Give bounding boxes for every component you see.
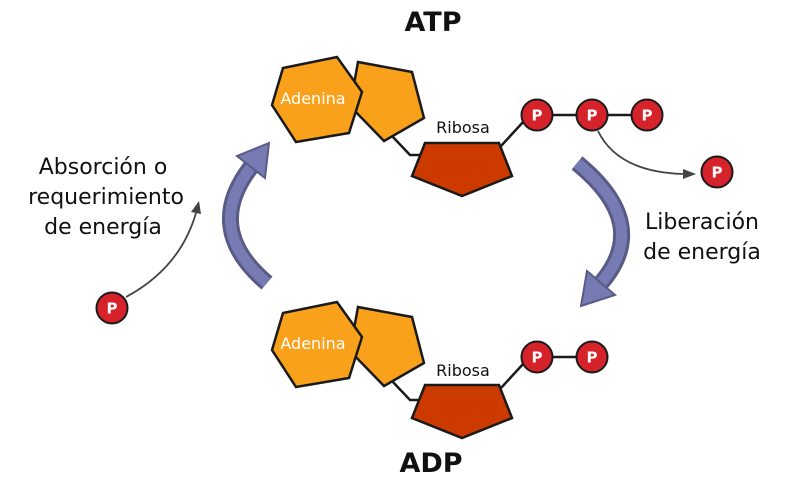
adenine-pentagon-bottom bbox=[348, 305, 426, 388]
energy-release-arrow bbox=[571, 156, 631, 308]
incoming-phosphate: P bbox=[95, 291, 129, 325]
ribose-label-top: Ribosa bbox=[436, 118, 490, 137]
ribose-phosphate-bond-top bbox=[500, 120, 525, 147]
ribose-pentagon-bottom bbox=[410, 383, 514, 440]
small-up-arrowhead bbox=[191, 201, 201, 214]
phosphate-circle bbox=[95, 291, 129, 325]
phosphate-circle bbox=[520, 98, 554, 132]
absorption-caption-line1: Absorción o bbox=[39, 155, 168, 180]
energy-absorption-arrow bbox=[222, 141, 273, 290]
phosphate-label: P bbox=[642, 107, 653, 125]
up-arrowhead bbox=[237, 143, 269, 178]
adenine-label-bottom: Adenina bbox=[280, 334, 345, 353]
absorption-caption: Absorción o requerimiento de energía bbox=[28, 155, 184, 240]
adp-title: ADP bbox=[399, 448, 462, 479]
adenine-label-top: Adenina bbox=[280, 89, 345, 108]
phosphate-circle bbox=[575, 98, 609, 132]
phosphate-label: P bbox=[587, 349, 598, 367]
adenine-ribose-bond-top bbox=[391, 135, 424, 157]
phosphate-out-arrow bbox=[597, 130, 696, 179]
ribose-label-bottom: Ribosa bbox=[436, 361, 490, 380]
adenine-hexagon-bottom bbox=[270, 300, 364, 389]
release-caption-line1: Liberación bbox=[645, 210, 759, 235]
released-phosphate: P bbox=[700, 155, 734, 189]
atp-molecule: Adenina Ribosa P P P bbox=[270, 55, 664, 198]
adenine-ribose-bond-bottom bbox=[391, 380, 422, 402]
phosphate-label: P bbox=[532, 107, 543, 125]
phosphate-label: P bbox=[587, 107, 598, 125]
phosphate-label: P bbox=[532, 349, 543, 367]
adenine-hexagon-top bbox=[270, 55, 364, 144]
release-caption: Liberación de energía bbox=[643, 210, 761, 265]
ribose-pentagon-top bbox=[410, 141, 514, 198]
small-right-arrowhead bbox=[683, 169, 696, 179]
atp-title: ATP bbox=[404, 7, 461, 38]
phosphate-in-arrow bbox=[125, 201, 201, 298]
absorption-caption-line2: requerimiento bbox=[28, 185, 184, 210]
adp-molecule: Adenina Ribosa P P bbox=[270, 300, 609, 440]
phosphate-circle bbox=[575, 340, 609, 374]
phosphate-label: P bbox=[107, 300, 118, 318]
phosphate-circle bbox=[520, 340, 554, 374]
phosphate-label: P bbox=[712, 164, 723, 182]
phosphate-circle bbox=[630, 98, 664, 132]
phosphate-circle bbox=[700, 155, 734, 189]
adenine-pentagon-top bbox=[348, 60, 426, 143]
ribose-phosphate-bond-bottom bbox=[500, 362, 525, 389]
release-caption-line2: de energía bbox=[643, 240, 761, 265]
absorption-caption-line3: de energía bbox=[44, 215, 162, 240]
